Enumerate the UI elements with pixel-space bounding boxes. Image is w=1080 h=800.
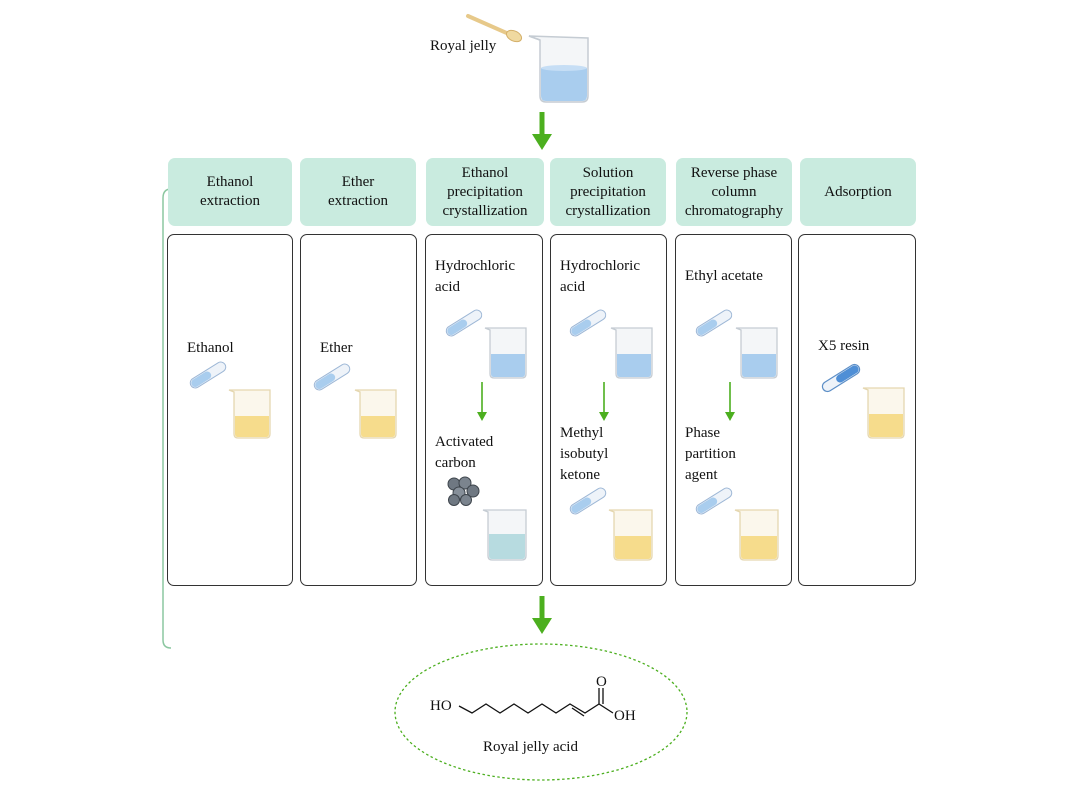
method-header: Adsorption: [800, 158, 916, 226]
royal-jelly-beaker-icon: [528, 35, 589, 103]
method-header: Solution precipitation crystallization: [550, 158, 666, 226]
reagent-label: X5 resin: [818, 338, 870, 354]
beaker-icon: [735, 327, 778, 379]
reagent-label: Phase partition agent: [685, 425, 736, 483]
step-arrow-icon: [599, 382, 609, 421]
method-header: Ethanol extraction: [168, 158, 292, 226]
beaker-icon: [862, 387, 905, 439]
spoon-icon: [466, 14, 523, 43]
source-label: Royal jelly: [430, 38, 497, 54]
method-header: Ether extraction: [300, 158, 416, 226]
method-header: Ethanol precipitation crystallization: [426, 158, 544, 226]
test-tube-icon: [569, 487, 607, 515]
reagent-label: Hydrochloric acid: [435, 258, 515, 295]
beaker-icon: [354, 389, 397, 439]
reagent-label: Ethanol: [187, 340, 234, 356]
beaker-icon: [734, 509, 779, 561]
test-tube-icon: [695, 487, 733, 515]
reagent-label: Ether: [320, 340, 353, 356]
royal-jelly-acid-structure: [458, 688, 614, 717]
resin-tube-icon: [821, 363, 861, 393]
hydroxyl-group-left: HO: [430, 698, 452, 714]
activated-carbon-icon: [447, 476, 480, 506]
step-arrow-icon: [477, 382, 487, 421]
reagent-label: Methyl isobutyl ketone: [560, 425, 609, 483]
test-tube-icon: [189, 361, 227, 389]
reagent-label: Ethyl acetate: [685, 268, 763, 284]
product-name: Royal jelly acid: [483, 739, 578, 755]
step-arrow-icon: [725, 382, 735, 421]
beaker-icon: [610, 327, 653, 379]
method-panel: [300, 234, 417, 586]
left-bracket: [162, 188, 172, 649]
test-tube-icon: [313, 363, 351, 391]
beaker-icon: [608, 509, 653, 561]
method-header: Reverse phase column chromatography: [676, 158, 792, 226]
down-arrow-icon: [532, 596, 552, 634]
test-tube-icon: [695, 309, 733, 337]
down-arrow-icon: [532, 112, 552, 150]
product-ellipse: [394, 643, 688, 781]
test-tube-icon: [445, 309, 483, 337]
method-panel: [167, 234, 293, 586]
hydroxyl-group-right: OH: [614, 708, 636, 724]
test-tube-icon: [569, 309, 607, 337]
reagent-label: Hydrochloric acid: [560, 258, 640, 295]
beaker-icon: [228, 389, 271, 439]
beaker-icon: [484, 327, 527, 379]
carbonyl-oxygen: O: [596, 674, 607, 690]
beaker-icon: [482, 509, 527, 561]
reagent-label: Activated carbon: [435, 434, 494, 471]
